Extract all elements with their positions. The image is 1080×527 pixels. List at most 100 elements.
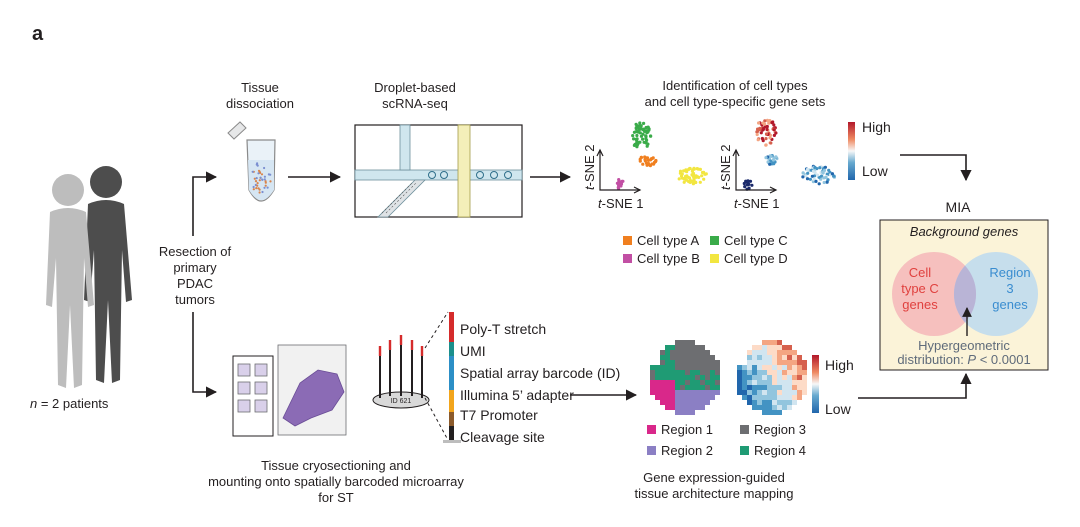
region-map-spot (675, 395, 680, 400)
expression-map-spot (737, 380, 742, 385)
region-map-spot (660, 350, 665, 355)
tube-cell (269, 180, 272, 183)
barcode-label-cleavage: Cleavage site (460, 429, 545, 445)
region-map-spot (690, 365, 695, 370)
tsne-plot-expression: t-SNE 2 t-SNE 1 (718, 118, 837, 211)
tsne-point-cell-type-d (691, 182, 696, 186)
region-map-spot (675, 390, 680, 395)
expression-map-spot (792, 375, 797, 380)
barcode-label-umi: UMI (460, 343, 486, 359)
tube-cell (266, 186, 269, 189)
expression-map-spot (787, 390, 792, 395)
region-map-spot (655, 365, 660, 370)
region-map-spot (690, 395, 695, 400)
tsne-point-cell-type-d (700, 174, 704, 178)
region-map-spot (700, 345, 705, 350)
panel-label: a (32, 23, 44, 45)
barcode-label-polyt: Poly-T stretch (460, 321, 546, 337)
region-map-spot (680, 370, 685, 375)
tsne-expression-point (805, 168, 810, 172)
region-map-spot (690, 355, 695, 360)
tube-cell (254, 180, 258, 183)
expression-map-spot (752, 370, 757, 375)
region-map-spot (715, 390, 720, 395)
dissociation-title-line1: Tissue (241, 80, 279, 95)
region-map-spot (685, 340, 690, 345)
colorbar-top-low: Low (862, 163, 889, 179)
mia-panel: Background genes Cell type C genes Regio… (879, 219, 1049, 371)
tsne-point-cell-type-c (631, 134, 635, 138)
region-map-spot (665, 345, 670, 350)
expression-map-spot (777, 390, 782, 395)
legend-label-b: Cell type B (637, 251, 700, 266)
tsne-point-cell-type-a (648, 158, 653, 162)
tsne-point-cell-type-c (639, 124, 643, 128)
region-map-spot (710, 395, 715, 400)
region-map-spot (665, 405, 670, 410)
expression-map-spot (797, 365, 802, 370)
expression-map-spot (762, 380, 767, 385)
tsne-expression-point (772, 162, 776, 166)
region-map-spot (650, 390, 655, 395)
microfluidic-chip-icon (354, 124, 523, 218)
expression-map-spot (762, 390, 767, 395)
tube-cell (264, 180, 267, 183)
expression-map-spot (782, 400, 787, 405)
tube-cell (263, 166, 266, 170)
tsne-expression-point (811, 169, 815, 173)
region-map-spot (675, 345, 680, 350)
region-map-spot (670, 350, 675, 355)
expression-map-spot (752, 385, 757, 390)
expression-map-spot (792, 355, 797, 360)
tube-cell (259, 176, 262, 179)
expression-map-spot (752, 375, 757, 380)
tsne-expression-point (808, 177, 813, 181)
region-map-spot (695, 365, 700, 370)
cell-type-legend: Cell type A Cell type C Cell type B Cell… (623, 233, 788, 266)
tsne-point-cell-type-c (635, 138, 639, 142)
region-map-spot (690, 340, 695, 345)
expression-map-spot (747, 350, 752, 355)
colorbar-bottom-high: High (825, 357, 854, 373)
expression-map-spot (777, 370, 782, 375)
expression-map-spot (737, 365, 742, 370)
expression-map-spot (797, 370, 802, 375)
expression-map-spot (782, 390, 787, 395)
legend-swatch-a (623, 236, 632, 245)
microarray-slide-icon (232, 344, 347, 437)
tsne-point-cell-type-d (688, 180, 692, 184)
tsne-point-cell-type-c (638, 121, 642, 125)
svg-text:Resection of: Resection of (159, 244, 232, 259)
region-map-spot (680, 385, 685, 390)
expression-map-spot (777, 410, 782, 415)
tsne-expression-point (774, 131, 778, 135)
tsne-expression-point (815, 173, 820, 177)
region-map-spot (680, 395, 685, 400)
expression-map-spot (782, 350, 787, 355)
region-map-spot (680, 405, 685, 410)
region-map-spot (690, 375, 695, 380)
expression-map-spot (797, 360, 802, 365)
expression-map-spot (782, 405, 787, 410)
legend-label-c: Cell type C (724, 233, 788, 248)
region-map-spot (660, 370, 665, 375)
expression-map-spot (752, 390, 757, 395)
region-map-spot (690, 380, 695, 385)
expression-map-spot (782, 355, 787, 360)
tsne-expression-point (814, 179, 818, 183)
tsne-point-cell-type-d (691, 174, 695, 178)
region-map-spot (695, 370, 700, 375)
expression-map-spot (777, 395, 782, 400)
tsne-point-cell-type-d (697, 175, 701, 179)
tsne-point-cell-type-a (654, 158, 658, 163)
region-map-spot (685, 410, 690, 415)
region-map-spot (700, 385, 705, 390)
region-map-spot (690, 400, 695, 405)
expression-map-spot (787, 365, 792, 370)
region-map-spot (710, 360, 715, 365)
expression-map-spot (742, 380, 747, 385)
tsne-expression-point (801, 171, 805, 175)
tsne-point-cell-type-d (680, 176, 684, 180)
expression-map-spot (802, 365, 807, 370)
expression-map-spot (792, 360, 797, 365)
